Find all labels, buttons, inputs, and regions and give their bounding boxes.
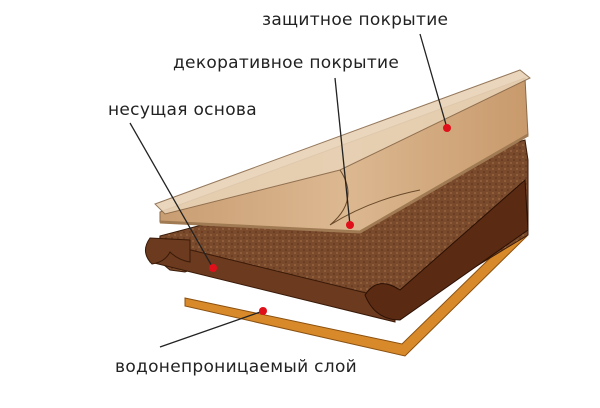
label-waterproof: водонепроницаемый слой — [115, 357, 358, 377]
leader-lines — [129, 33, 448, 348]
label-protective: защитное покрытие — [262, 10, 449, 30]
label-decorative: декоративное покрытие — [173, 53, 400, 73]
core-groove — [364, 178, 529, 321]
core-tongue — [145, 237, 191, 265]
label-core: несущая основа — [108, 100, 257, 120]
marker-dots — [209, 124, 451, 315]
protective-layer — [154, 69, 531, 215]
